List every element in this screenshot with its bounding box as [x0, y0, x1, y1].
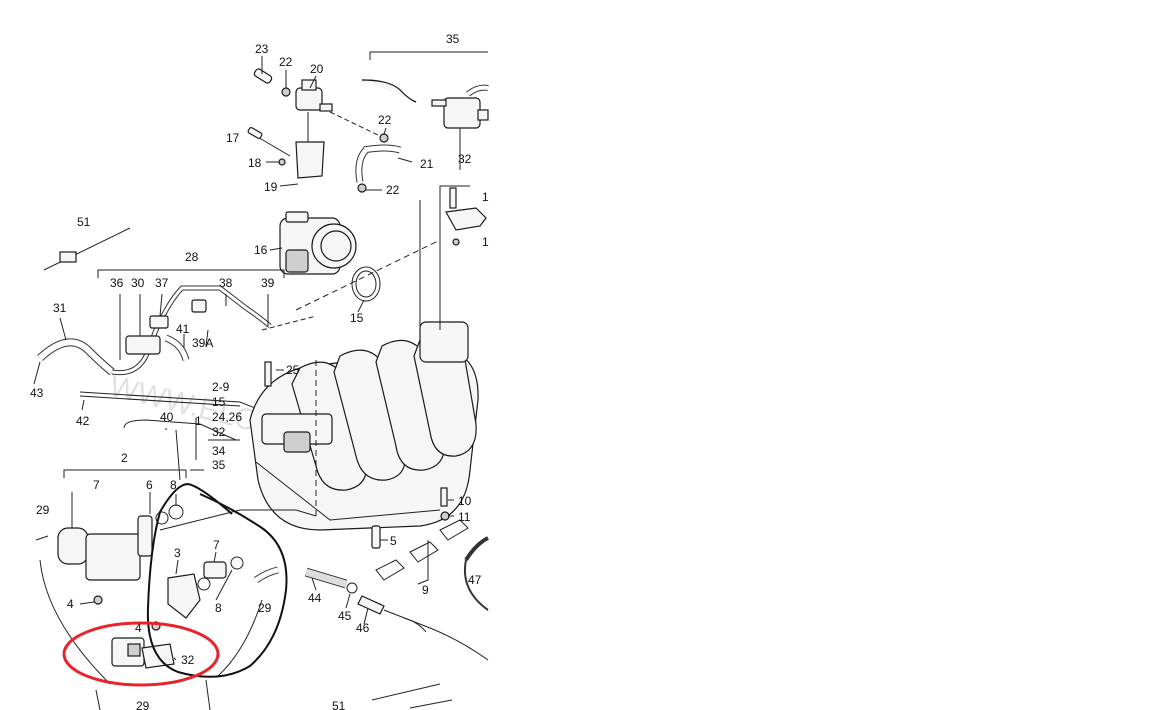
label-35: 35 — [212, 458, 226, 472]
label-46: 46 — [356, 621, 370, 635]
label-51: 51 — [77, 215, 91, 229]
label-19: 19 — [264, 180, 278, 194]
zip-tie-51 — [43, 227, 131, 271]
label-9: 9 — [422, 583, 429, 597]
label-7: 7 — [213, 538, 220, 552]
label-3: 3 — [174, 546, 181, 560]
hose-group-28 — [33, 269, 317, 415]
label-38: 38 — [219, 276, 233, 290]
hose-47 — [464, 536, 489, 611]
label-37: 37 — [155, 276, 169, 290]
label-34: 34 — [212, 444, 226, 458]
vacuum-unit-7 — [57, 527, 89, 565]
label-15: 15 — [350, 311, 364, 325]
label-6: 6 — [146, 478, 153, 492]
label-1: 1 — [195, 414, 202, 428]
label-35: 35 — [446, 32, 460, 46]
label-15: 15 — [212, 395, 226, 409]
label-18: 18 — [248, 156, 262, 170]
label-8: 8 — [170, 478, 177, 492]
label-39: 39 — [261, 276, 275, 290]
label-10: 10 — [458, 494, 472, 508]
label-17: 17 — [226, 131, 240, 145]
label-42: 42 — [76, 414, 90, 428]
label-39a: 39A — [192, 336, 213, 350]
sensor-3 — [167, 573, 201, 619]
leader-lines — [59, 56, 454, 661]
label-20: 20 — [310, 62, 324, 76]
label-4: 4 — [67, 597, 74, 611]
label-4: 4 — [135, 621, 142, 635]
label-22: 22 — [279, 55, 293, 69]
label-32: 32 — [212, 425, 226, 439]
label-2: 2 — [121, 451, 128, 465]
label-30: 30 — [131, 276, 145, 290]
label-5: 5 — [390, 534, 397, 548]
label-32: 32 — [181, 653, 195, 667]
label-47: 47 — [468, 573, 482, 587]
label-29: 29 — [136, 699, 150, 710]
manifold-bolts — [264, 361, 450, 549]
label-11: 11 — [458, 510, 471, 524]
label-2-9: 2-9 — [212, 380, 230, 394]
label-16: 16 — [254, 243, 268, 257]
label-1: 1 — [482, 190, 489, 204]
label-7: 7 — [93, 478, 100, 492]
sensor-1 — [445, 187, 487, 246]
valve-32-top — [443, 97, 481, 129]
throttle-body-16 — [279, 211, 381, 302]
label-32: 32 — [458, 152, 472, 166]
label-29: 29 — [258, 601, 272, 615]
bottom-fragments — [95, 679, 453, 710]
label-22: 22 — [386, 183, 400, 197]
label-8: 8 — [215, 601, 222, 615]
label-23: 23 — [255, 42, 269, 56]
label-21: 21 — [420, 157, 434, 171]
gaskets-9 — [375, 519, 469, 585]
label-45: 45 — [338, 609, 352, 623]
label-41: 41 — [176, 322, 190, 336]
label-31: 31 — [53, 301, 67, 315]
intake-manifold — [249, 185, 479, 531]
label-1: 1 — [482, 235, 489, 249]
callout-labels: 23 22 20 35 17 22 21 18 19 22 32 1 1 51 … — [30, 32, 489, 710]
label-28: 28 — [185, 250, 199, 264]
black-annotation-loop — [146, 482, 288, 678]
label-25: 25 — [286, 363, 300, 377]
label-36: 36 — [110, 276, 124, 290]
label-24-26: 24,26 — [212, 410, 242, 424]
label-29: 29 — [36, 503, 50, 517]
red-annotation-circle — [62, 621, 220, 687]
diagram-edge-mask — [489, 0, 1152, 710]
hose-group-35 — [361, 51, 489, 170]
label-44: 44 — [308, 591, 322, 605]
regulator-20 — [247, 68, 401, 193]
label-40: 40 — [160, 410, 174, 424]
label-22: 22 — [378, 113, 392, 127]
label-51: 51 — [332, 699, 346, 710]
label-43: 43 — [30, 386, 44, 400]
fuel-injector-44 — [304, 567, 489, 661]
